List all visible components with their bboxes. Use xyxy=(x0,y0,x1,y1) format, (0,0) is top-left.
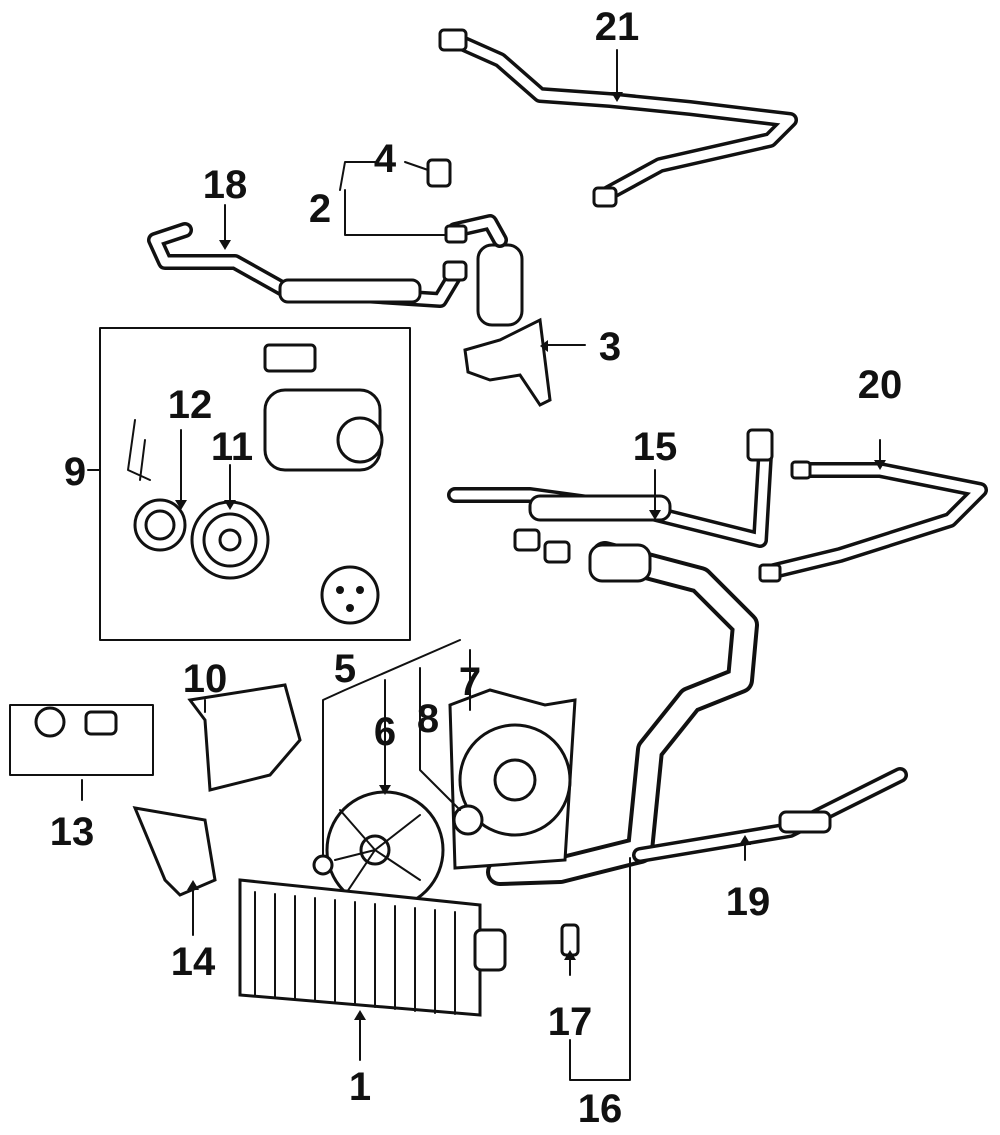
callout-19: 19 xyxy=(726,880,771,924)
callout-16: 16 xyxy=(578,1087,623,1131)
compressor-kit-9 xyxy=(99,327,411,641)
fan-motor-8 xyxy=(452,804,484,836)
callout-9: 9 xyxy=(64,450,86,494)
arrowheads xyxy=(175,92,886,1020)
callout-6: 6 xyxy=(374,710,396,754)
clutch-coil-12 xyxy=(127,419,187,552)
accumulator-assembly xyxy=(426,158,552,407)
callout-4: 4 xyxy=(374,137,397,181)
callout-12: 12 xyxy=(168,383,213,427)
accumulator-bracket-3 xyxy=(463,317,552,407)
switch-kit-13 xyxy=(9,704,154,776)
callout-5: 5 xyxy=(334,647,356,691)
callout-3: 3 xyxy=(599,325,621,369)
muffler xyxy=(588,543,652,583)
callout-13: 13 xyxy=(50,810,95,854)
callout-14: 14 xyxy=(171,940,216,984)
suction-hose-18 xyxy=(147,222,468,308)
main-refrigerant-hose xyxy=(486,528,759,886)
callout-21: 21 xyxy=(595,5,640,49)
accumulator-2 xyxy=(476,243,524,327)
condenser-1 xyxy=(238,878,507,1017)
callout-10: 10 xyxy=(183,657,228,701)
fan-shroud-7 xyxy=(448,688,577,870)
line-20 xyxy=(758,460,988,583)
discharge-line-21 xyxy=(438,28,798,208)
pressure-switch-4 xyxy=(426,158,452,188)
switch-kit-box xyxy=(9,704,154,776)
callout-17: 17 xyxy=(548,1000,593,1044)
kit-box xyxy=(99,327,411,641)
callout-7: 7 xyxy=(459,660,481,704)
callout-1: 1 xyxy=(349,1065,371,1109)
compressor-bracket-10 xyxy=(187,683,302,792)
clutch-pulley-11 xyxy=(190,500,270,580)
callout-2: 2 xyxy=(309,187,331,231)
bracket-14 xyxy=(132,806,217,897)
callout-20: 20 xyxy=(858,363,903,407)
clutch-hub-plate xyxy=(320,565,380,625)
line-19 xyxy=(632,767,908,863)
callouts: 21 4 2 18 3 20 12 11 9 15 10 5 7 6 8 13 … xyxy=(50,5,903,1131)
callout-15: 15 xyxy=(633,425,678,469)
liquid-line-15 xyxy=(447,428,774,548)
callout-8: 8 xyxy=(417,697,439,741)
callout-18: 18 xyxy=(203,163,248,207)
nut-5 xyxy=(312,854,334,876)
callout-11: 11 xyxy=(211,425,253,469)
